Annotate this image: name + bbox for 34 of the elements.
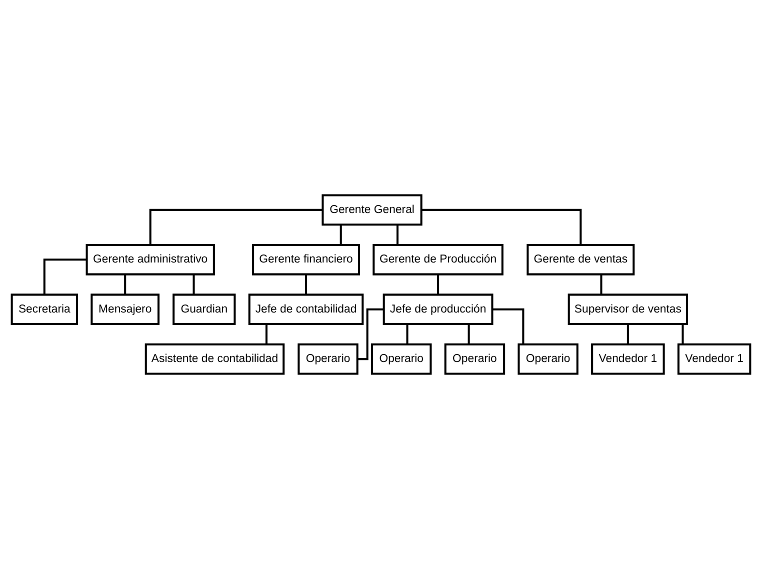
connector	[492, 308, 524, 344]
connector	[600, 274, 602, 294]
node-box: Operario	[444, 343, 506, 375]
connector	[124, 274, 126, 294]
connector	[682, 324, 684, 344]
connector	[265, 324, 268, 344]
node-box: Mensajero	[90, 294, 160, 326]
node-box: Jefe de producción	[382, 294, 494, 326]
node-box: Operario	[298, 343, 358, 375]
node-box: Gerente administrativo	[86, 244, 215, 276]
connector	[468, 324, 470, 344]
node-box: Vendedor 1	[677, 343, 752, 375]
node-box: Operario	[518, 343, 578, 375]
connector	[396, 224, 399, 245]
connector	[305, 274, 308, 294]
connector	[340, 224, 342, 245]
node-box: Gerente de Producción	[372, 244, 504, 276]
node-box: Gerente de ventas	[526, 244, 635, 276]
node-box: Vendedor 1	[591, 343, 665, 375]
connector	[192, 274, 195, 294]
connector	[437, 274, 440, 294]
connector	[43, 258, 87, 294]
connector	[149, 208, 323, 245]
node-box: Asistente de contabilidad	[144, 343, 285, 375]
node-box: Gerente financiero	[252, 244, 360, 276]
node-box: Gerente General	[322, 194, 422, 226]
node-box: Jefe de contabilidad	[248, 294, 364, 326]
connector	[626, 324, 629, 344]
node-box: Supervisor de ventas	[568, 294, 688, 326]
connector	[421, 208, 582, 245]
node-box: Secretaria	[10, 294, 78, 326]
node-box: Operario	[371, 343, 432, 375]
connector	[406, 324, 408, 344]
node-box: Guardian	[172, 294, 236, 326]
